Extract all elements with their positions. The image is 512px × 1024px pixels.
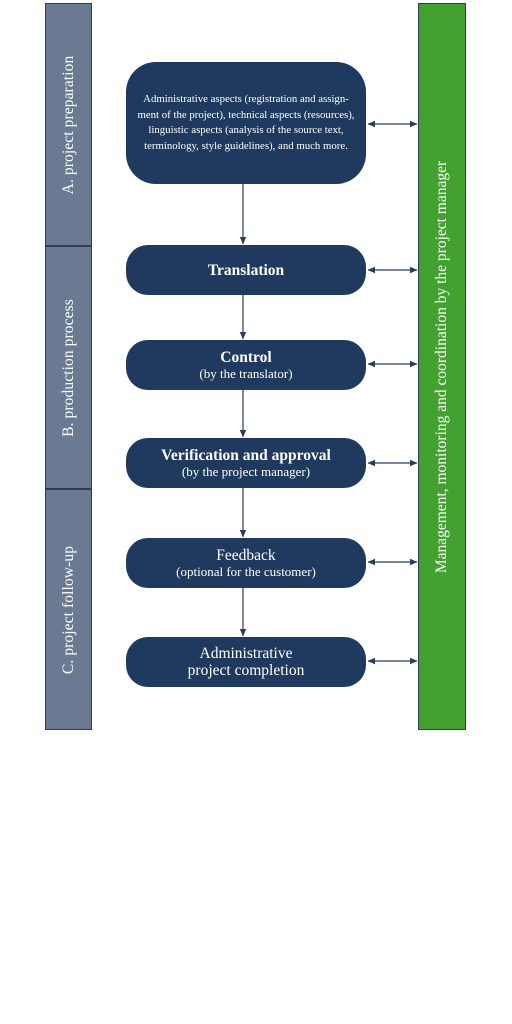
step-verification: Verification and approval (by the projec… [126,438,366,488]
management-bar: Management, monitoring and coordination … [418,3,466,730]
step-title: Feedback [216,547,276,564]
step-title-line: project completion [187,662,305,679]
phase-project-follow-up: C. project follow-up [45,489,92,730]
step-subtitle: (by the project manager) [181,464,311,479]
step-title: Translation [207,261,285,279]
step-translation: Translation [126,245,366,295]
step-description-line: linguistic aspects (analysis of the sour… [148,124,344,136]
step-completion: Administrative project completion [126,637,366,687]
step-subtitle: (by the translator) [199,366,293,381]
step-control: Control (by the translator) [126,340,366,390]
step-description-line: Administrative aspects (registration and… [143,93,349,105]
step-title: Verification and approval [161,447,331,464]
step-description-line: terminology, style guidelines), and much… [144,139,348,152]
phase-project-preparation: A. project preparation [45,3,92,246]
step-title: Control [220,349,272,366]
step-preparation-details: Administrative aspects (registration and… [126,62,366,184]
step-description-line: ment of the project), technical aspects … [137,108,355,121]
phase-production-process: B. production process [45,246,92,489]
step-subtitle: (optional for the customer) [176,564,316,579]
step-feedback: Feedback (optional for the customer) [126,538,366,588]
step-title-line: Administrative [199,645,293,662]
